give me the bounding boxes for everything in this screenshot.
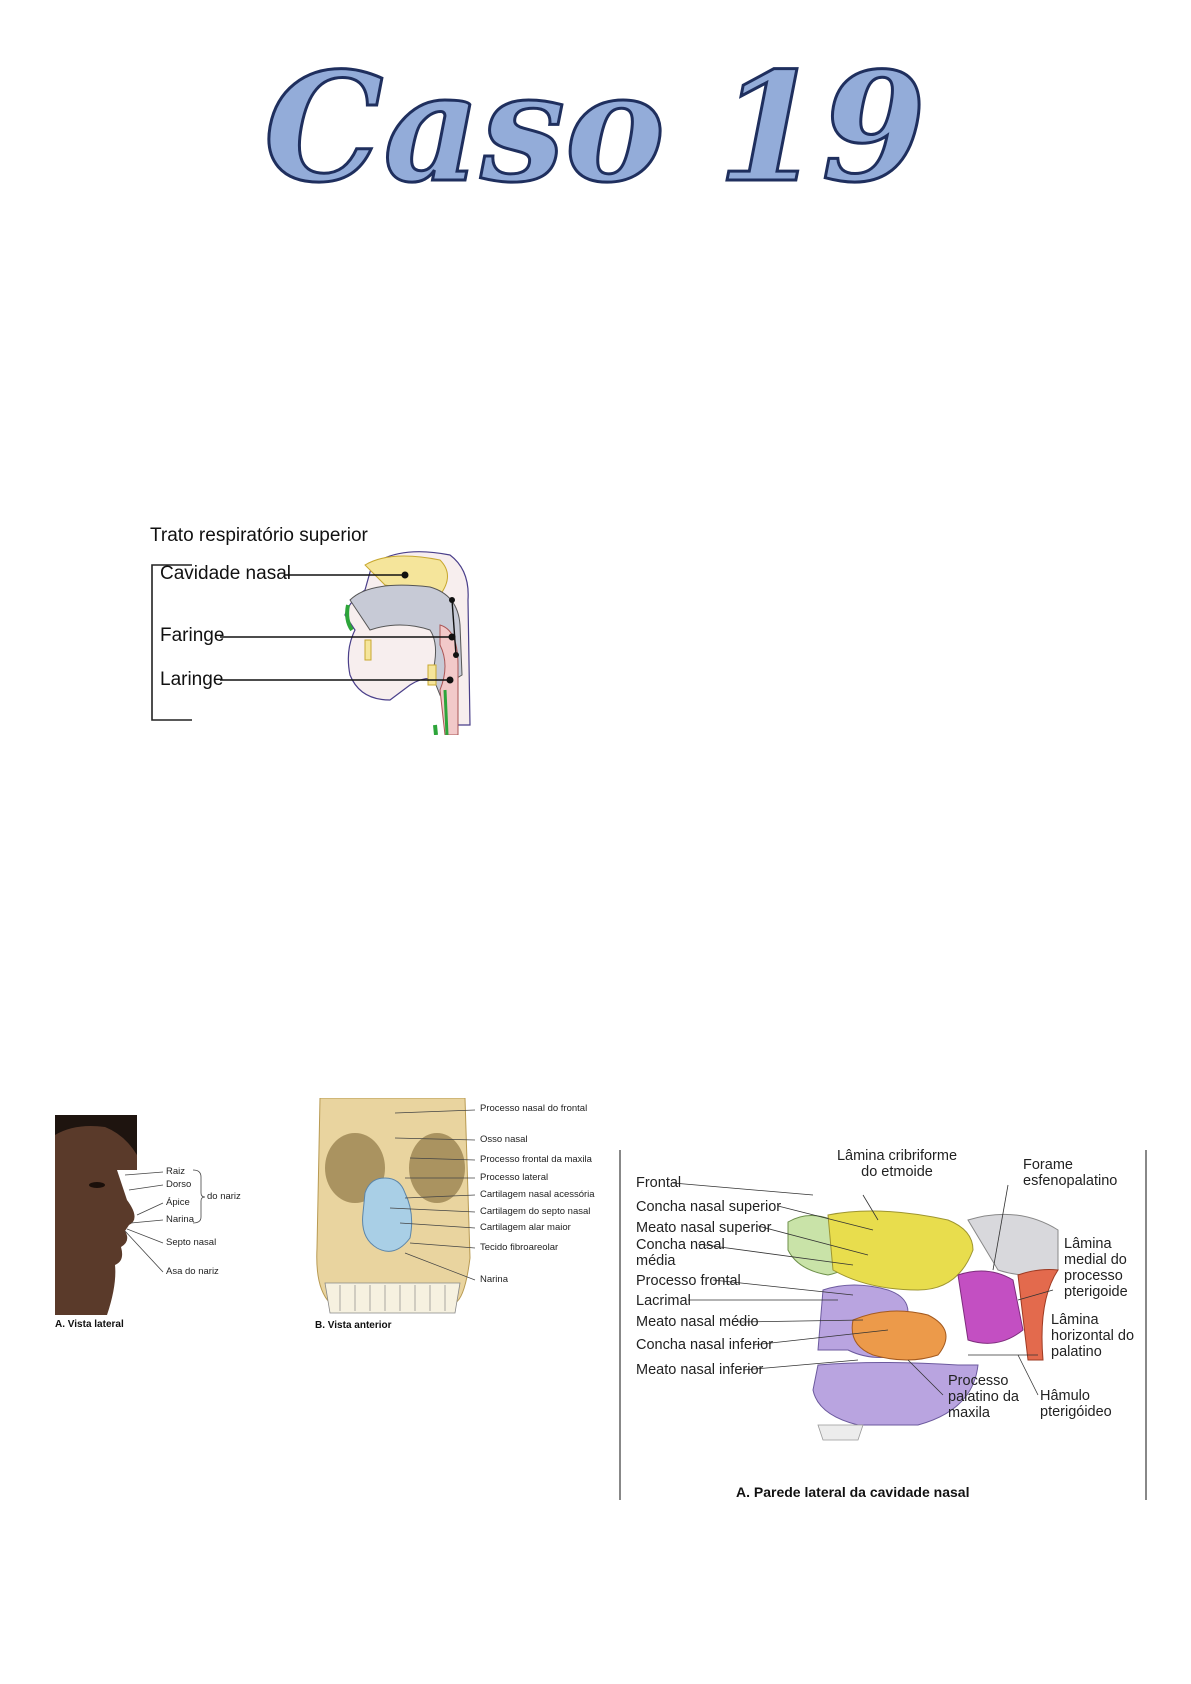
page-title: Caso 19 [0,30,1191,220]
respiratory-diagram [151,551,471,735]
skull-drawing [316,1098,476,1314]
face-label-apice: Ápice [166,1197,190,1208]
upper-respiratory-figure: Trato respiratório superior Cavidade nas… [140,525,490,735]
wall-label-concha-media: Concha nasal média [636,1237,725,1269]
skull-label-tecido-fibroareolar: Tecido fibroareolar [480,1242,559,1253]
face-photo [55,1115,206,1315]
title-lettering: Caso 19 [262,39,927,218]
label-cavidade-nasal: Cavidade nasal [160,563,291,584]
label-laringe: Laringe [160,669,224,690]
wall-label-lamina-cribriforme: Lâmina cribriforme do etmoide [836,1148,958,1180]
face-caption: A. Vista lateral [55,1319,124,1330]
wall-label-forame-esfenopalatino: Forame esfenopalatino [1023,1157,1118,1189]
skull-label-processo-lateral: Processo lateral [480,1172,549,1183]
wall-caption: A. Parede lateral da cavidade nasal [736,1484,970,1500]
face-label-asa-do-nariz: Asa do nariz [166,1266,219,1277]
title-text: Caso 19 [264,40,926,216]
nasal-wall-drawing [619,1150,1147,1500]
wall-label-concha-inferior: Concha nasal inferior [636,1337,774,1353]
face-label-dorso: Dorso [166,1179,192,1190]
face-group-label: do nariz [207,1191,241,1202]
label-faringe: Faringe [160,625,225,646]
wall-label-hamulo: Hâmulo pterigóideo [1040,1388,1112,1420]
wall-label-meato-inferior: Meato nasal inferior [636,1362,764,1378]
face-lateral-figure: Raiz Dorso Ápice Narina Septo nasal Asa … [55,1115,255,1335]
wall-label-frontal: Frontal [636,1175,682,1191]
wall-label-meato-superior: Meato nasal superior [636,1220,772,1236]
skull-label-cartilagem-alar: Cartilagem alar maior [480,1222,571,1233]
skull-label-processo-frontal: Processo frontal da maxila [480,1154,592,1165]
face-label-septo-nasal: Septo nasal [166,1237,217,1248]
wall-label-lamina-horizontal: Lâmina horizontal do palatino [1051,1312,1135,1360]
wall-label-lacrimal: Lacrimal [636,1293,691,1309]
wall-label-meato-medio: Meato nasal médio [636,1314,759,1330]
figure1-heading: Trato respiratório superior [150,525,368,546]
skull-anterior-figure: Processo nasal do frontal Osso nasal Pro… [315,1098,605,1338]
skull-label-cartilagem-septo: Cartilagem do septo nasal [480,1206,591,1217]
skull-caption: B. Vista anterior [315,1320,392,1331]
skull-label-narina: Narina [480,1274,508,1285]
skull-label-processo-nasal: Processo nasal do frontal [480,1103,588,1114]
wall-label-lamina-medial: Lâmina medial do processo pterigoide [1064,1236,1128,1300]
wall-label-concha-superior: Concha nasal superior [636,1199,782,1215]
skull-label-osso-nasal: Osso nasal [480,1134,528,1145]
face-label-raiz: Raiz [166,1166,186,1177]
wall-label-processo-frontal: Processo frontal [636,1273,741,1289]
face-label-narina: Narina [166,1214,194,1225]
wall-label-processo-palatino: Processo palatino da maxila [948,1373,1019,1421]
skull-label-cartilagem-acessoria: Cartilagem nasal acessória [480,1189,595,1200]
nasal-wall-figure: Frontal Concha nasal superior Meato nasa… [618,1148,1148,1505]
